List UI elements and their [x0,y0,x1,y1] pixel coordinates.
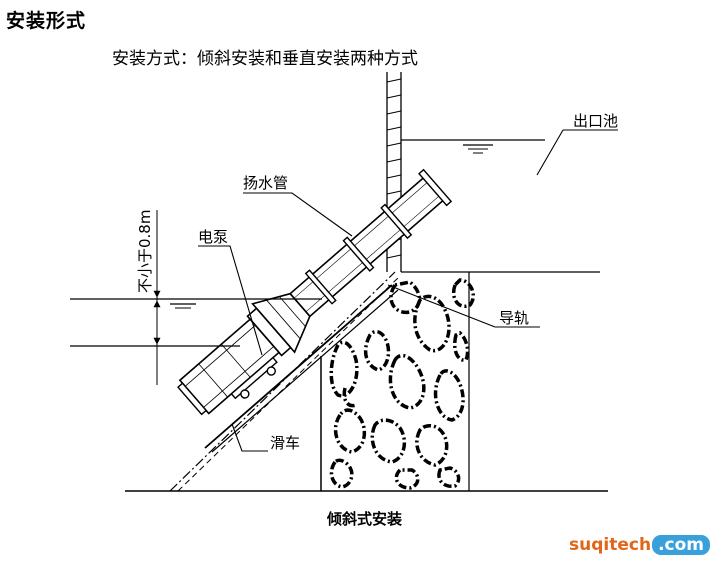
slope-line [169,271,396,492]
diagram-caption: 倾斜式安装 [327,510,403,528]
label-pump: 电泵 [198,228,228,246]
label-trolley: 滑车 [270,434,300,452]
guide-rail [204,284,393,449]
leader-lines [198,129,618,452]
section-heading: 安装形式 [6,10,87,32]
slope-line-2 [177,275,401,492]
concrete-block [329,278,475,490]
label-min-depth: 不小于0.8m [136,210,154,293]
label-guide-rail: 导轨 [499,309,529,327]
water-level-symbol [170,303,196,309]
installation-subtitle: 安装方式：倾斜安装和垂直安装两种方式 [112,49,418,69]
outlet-water-level [401,139,545,154]
pump-assembly [177,292,311,416]
label-riser-pipe: 扬水管 [243,174,288,192]
label-outlet-pool: 出口池 [573,112,618,130]
watermark-logo: suqitech.com [569,535,710,555]
